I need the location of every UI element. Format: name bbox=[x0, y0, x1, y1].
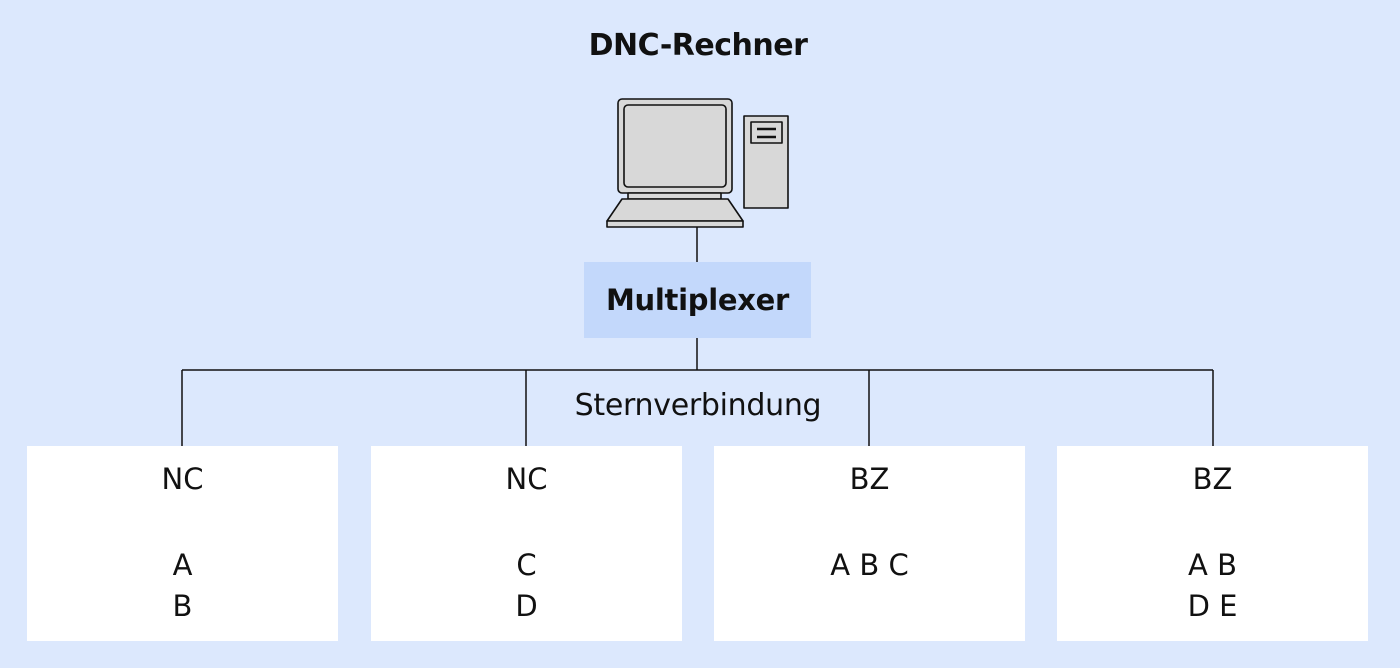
station-type: NC bbox=[161, 462, 204, 496]
station-box: NC C D bbox=[371, 446, 682, 641]
station-box: BZ A B D E bbox=[1057, 446, 1368, 641]
multiplexer-box: Multiplexer bbox=[584, 262, 811, 338]
station-programs-line2: B bbox=[172, 589, 193, 623]
station-programs-line1: A bbox=[172, 548, 193, 582]
station-programs-line2: D E bbox=[1187, 589, 1238, 623]
station-type: NC bbox=[505, 462, 548, 496]
connection-type-label: Sternverbindung bbox=[574, 388, 822, 423]
station-box: NC A B bbox=[27, 446, 338, 641]
desktop-computer-icon bbox=[606, 98, 789, 228]
station-programs-line1: A B bbox=[1188, 548, 1237, 582]
station-type: BZ bbox=[1192, 462, 1233, 496]
station-programs-line2: D bbox=[515, 589, 538, 623]
station-programs-line1: C bbox=[516, 548, 537, 582]
diagram-title: DNC-Rechner bbox=[588, 28, 808, 63]
station-programs-line1: A B C bbox=[830, 548, 909, 582]
station-box: BZ A B C bbox=[714, 446, 1025, 641]
station-type: BZ bbox=[849, 462, 890, 496]
